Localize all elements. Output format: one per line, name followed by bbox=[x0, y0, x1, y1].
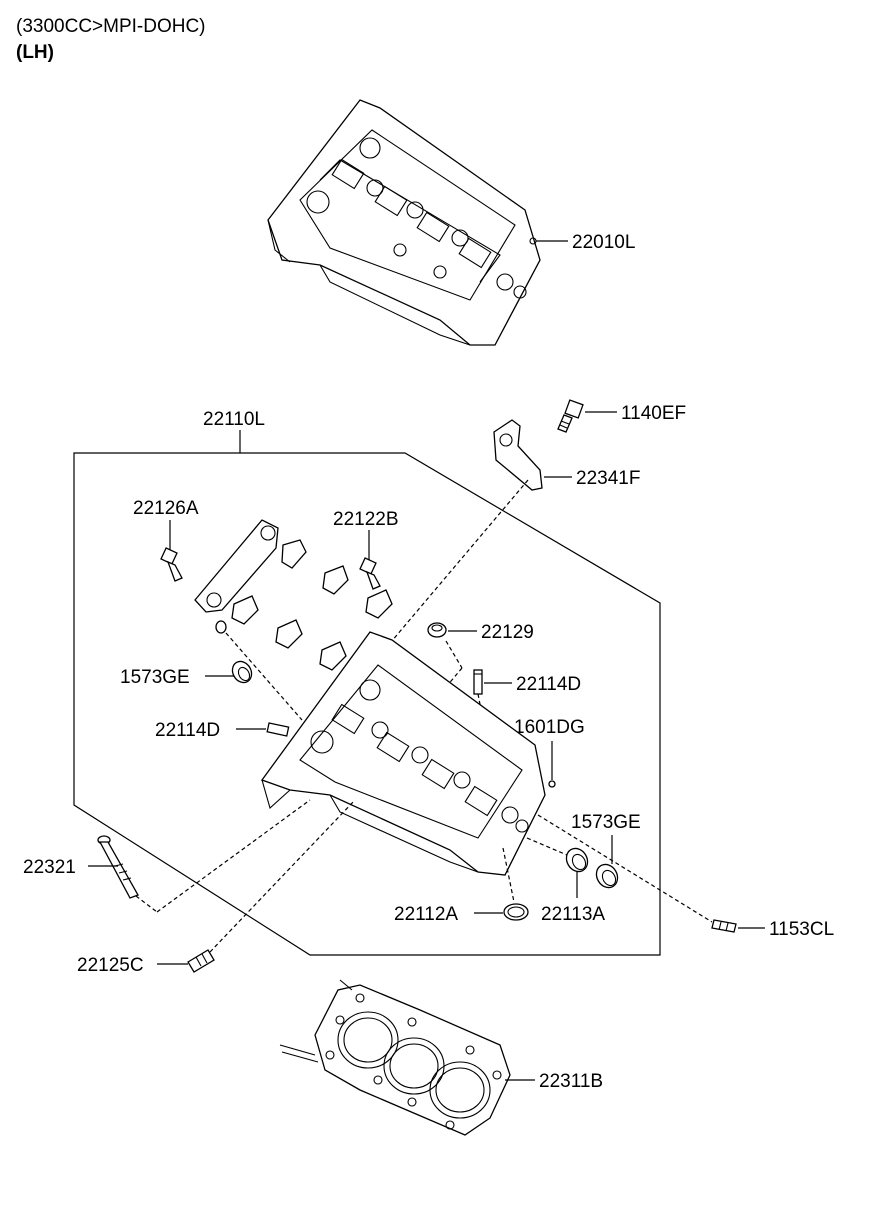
label-22321: 22321 bbox=[23, 857, 76, 878]
cylinder-head-assembly-illustration bbox=[267, 99, 541, 346]
label-22125C: 22125C bbox=[77, 955, 144, 976]
camshaft-bearing-caps-illustration bbox=[194, 519, 393, 671]
exploded-view-boundary bbox=[73, 452, 661, 956]
label-1601DG: 1601DG bbox=[514, 717, 585, 738]
engine-spec-title: (3300CC>MPI-DOHC) bbox=[16, 16, 206, 37]
label-22341F: 22341F bbox=[576, 468, 640, 489]
dowel-22114d-left-illustration bbox=[266, 722, 290, 737]
dowel-illustration bbox=[215, 620, 227, 634]
cylinder-head-exploded-illustration bbox=[260, 631, 546, 876]
label-22129: 22129 bbox=[481, 622, 534, 643]
engine-hanger-illustration bbox=[493, 419, 543, 491]
label-22112A: 22112A bbox=[394, 904, 458, 925]
label-22126A: 22126A bbox=[133, 498, 199, 519]
label-22113A: 22113A bbox=[541, 904, 605, 925]
plug-22129-illustration bbox=[427, 622, 447, 638]
label-22114D-left: 22114D bbox=[155, 720, 220, 741]
bolt-22126a-illustration bbox=[160, 547, 183, 582]
label-1140EF: 1140EF bbox=[621, 403, 686, 424]
label-22114D-right: 22114D bbox=[516, 674, 581, 695]
bolt-22122b-illustration bbox=[359, 557, 381, 590]
head-gasket-illustration bbox=[279, 979, 511, 1136]
label-1573GE-left: 1573GE bbox=[120, 667, 190, 688]
head-bolt-22321-illustration bbox=[97, 835, 139, 899]
stud-1153cl-illustration bbox=[711, 919, 737, 933]
label-1573GE-right: 1573GE bbox=[571, 812, 641, 833]
label-22110L: 22110L bbox=[203, 409, 265, 430]
seal-22113a-illustration bbox=[565, 847, 589, 873]
label-22311B: 22311B bbox=[539, 1071, 603, 1092]
seal-1573ge-left-illustration bbox=[231, 660, 253, 684]
seal-22112a-illustration bbox=[503, 903, 529, 921]
seal-1573ge-right-illustration bbox=[595, 863, 619, 889]
label-22122B: 22122B bbox=[333, 509, 399, 530]
stud-22125c-illustration bbox=[187, 949, 215, 973]
bolt-1140ef-illustration bbox=[557, 399, 584, 433]
ball-1601dg-illustration bbox=[548, 780, 556, 788]
label-1153CL: 1153CL bbox=[769, 919, 834, 940]
dowel-22114d-right-illustration bbox=[473, 669, 483, 695]
side-title: (LH) bbox=[16, 42, 54, 63]
label-22010L: 22010L bbox=[572, 232, 635, 253]
